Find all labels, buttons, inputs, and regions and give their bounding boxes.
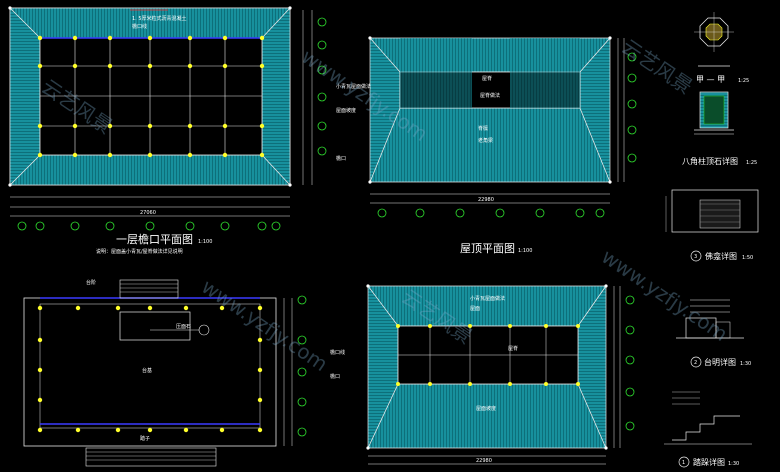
roof2-annot-6: 屋面坡度 (476, 405, 496, 412)
roof-plan-title: 屋顶平面图 (460, 242, 515, 255)
eave-plan-title: 一层檐口平面图 (116, 232, 193, 246)
niche-detail-scale: 1:50 (742, 255, 753, 261)
platform-annot-stone: 压面石 (176, 324, 191, 330)
niche-detail-title: 佛龛详图 (705, 251, 737, 261)
annot-top-1: 1. 5厚米粒式沥青混凝土 (132, 15, 187, 22)
eave-plan-drawing: 1. 5厚米粒式沥青混凝土 檐口线 27060 (8, 6, 327, 231)
roof2-annot-2: 屋面 (470, 306, 480, 312)
platform-detail-title: 台明详图 (704, 357, 736, 367)
roof-plan-drawing: 屋脊 屋脊做法 小青瓦屋面做法 屋面坡度 檐口 脊檩 老角梁 22980 (336, 36, 637, 218)
section-aa-title: 甲 — 甲 (696, 75, 725, 84)
column-section-drawing (694, 12, 734, 135)
column-detail-scale: 1:25 (746, 160, 757, 166)
roof2-dim-total: 22980 (476, 458, 492, 464)
roof-annot-slope: 屋面坡度 (336, 107, 356, 114)
platform-detail-scale: 1:30 (740, 361, 751, 367)
steps-detail-drawing (664, 391, 752, 468)
platform-center-label: 台基 (142, 367, 152, 374)
roof2-annot-4: 檐口线 (330, 349, 345, 356)
section-aa-scale: 1:25 (738, 78, 749, 84)
column-detail-title: 八角柱顶石详图 (682, 156, 738, 166)
eave-plan-note: 说明：屋面盖小青瓦/屋脊做法详见说明 (96, 248, 183, 255)
platform-plan-drawing: 台基 踏子 台阶 压面石 (23, 279, 307, 467)
roof-plan-2-drawing: 小青瓦屋面做法 屋面 屋脊 檐口线 檐口 屋面坡度 22980 (330, 284, 635, 465)
platform-bottom-label: 踏子 (140, 435, 150, 442)
roof2-annot-3: 屋脊 (508, 345, 518, 352)
platform-detail-num: 2 (694, 360, 697, 366)
watermark-brand-3: 云艺风景 (617, 34, 697, 99)
steps-detail-num: 1 (682, 460, 685, 466)
roof-annot-ridge-method: 屋脊做法 (480, 92, 500, 99)
roof-annot-rafter: 老角梁 (478, 137, 493, 144)
annot-top-2: 檐口线 (132, 23, 147, 30)
roof-annot-ridge: 屋脊 (482, 75, 492, 82)
watermark-url-2: www.yzfjy.com (197, 274, 332, 376)
platform-detail-drawing (676, 299, 744, 368)
roof-annot-eave: 檐口 (336, 155, 346, 162)
roof-dim-total: 22980 (478, 197, 494, 203)
steps-detail-title: 踏跺详图 (693, 457, 725, 467)
roof-annot-roof: 小青瓦屋面做法 (336, 83, 371, 90)
niche-detail-num: 3 (694, 254, 697, 260)
roof2-annot-1: 小青瓦屋面做法 (470, 295, 505, 302)
niche-detail-drawing (665, 189, 759, 262)
roof-plan-scale: 1:100 (518, 248, 532, 254)
roof2-annot-5: 檐口 (330, 373, 340, 380)
eave-plan-scale: 1:100 (198, 239, 212, 245)
eave-dim-total: 27060 (140, 210, 156, 216)
platform-annot-step: 台阶 (86, 279, 96, 286)
steps-detail-scale: 1:30 (728, 461, 739, 467)
roof-annot-purlin: 脊檩 (478, 125, 488, 132)
